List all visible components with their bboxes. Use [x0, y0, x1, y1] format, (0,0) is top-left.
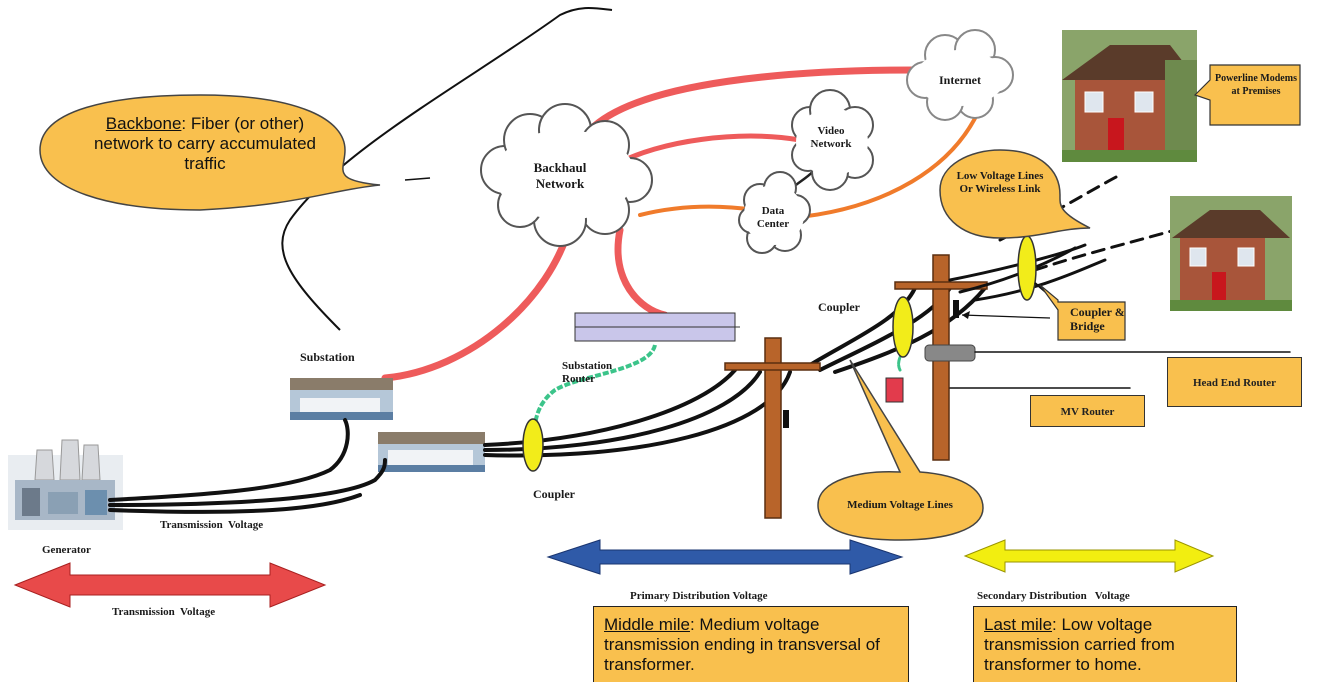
mv-router-box: MV Router: [1030, 395, 1145, 427]
backbone-pointer: [404, 177, 431, 181]
generator-label: Generator: [42, 544, 91, 556]
utility-pole-1: [724, 337, 821, 519]
arrow-transmission: [13, 562, 327, 608]
cloud-video: [791, 89, 874, 191]
fiber-backhaul-internet: [586, 66, 919, 134]
middle-mile-description: : Medium voltage transmission ending in …: [604, 615, 880, 674]
cloud-datacenter: [738, 171, 811, 254]
head-end-router-box: Head End Router: [1167, 357, 1302, 407]
substation-photo-2: [378, 432, 485, 472]
coupler-top-label: Coupler: [818, 300, 860, 314]
link-backhaul-datacenter: [638, 204, 757, 217]
house-2: [1170, 196, 1292, 311]
cloud-video-label: Video Network: [810, 125, 852, 150]
backbone-description: : Fiber (or other) network to carry accu…: [93, 114, 317, 173]
callout-coupler-bridge-shape: [1039, 284, 1126, 341]
coupler-bridge: [1017, 235, 1037, 301]
callout-low-voltage-shape: [939, 149, 1091, 239]
transmission-voltage-arrow-label: Transmission Voltage: [112, 606, 216, 618]
fiber-backhaul-substation: [381, 221, 574, 382]
arrow-secondary: [963, 539, 1215, 573]
backbone-arc: [281, 7, 613, 331]
coupler-left-label: Coupler: [533, 487, 575, 501]
house-1: [1062, 30, 1197, 162]
cloud-datacenter-label: Data Center: [756, 205, 790, 230]
substation-router-label: Substation Router: [562, 360, 613, 385]
mv-router-label: MV Router: [1060, 406, 1115, 418]
coupler-left: [522, 418, 544, 472]
transmission-lines: [108, 418, 387, 514]
cloud-backhaul-label: Backhaul Network: [533, 160, 587, 191]
fiber-backhaul-router: [614, 226, 669, 319]
powerline-modems-text: Powerline Modems at Premises: [1215, 73, 1297, 97]
callout-medium-voltage-shape: [817, 359, 984, 541]
transmission-voltage-line-label: Transmission Voltage: [160, 519, 264, 531]
coupler-pole2: [892, 296, 914, 358]
substation-photo-1: [290, 378, 393, 420]
middle-mile-summary: Middle mile: Medium voltage transmission…: [593, 606, 909, 682]
router-to-coupler-link: [533, 344, 657, 431]
generator-plant: [8, 439, 123, 530]
head-end-router-label: Head End Router: [1192, 377, 1277, 389]
last-mile-summary: Last mile: Low voltage transmission carr…: [973, 606, 1237, 682]
substation-label: Substation: [300, 350, 355, 364]
backbone-term: Backbone: [105, 114, 182, 133]
callout-powerline-shape: [1193, 64, 1301, 126]
utility-pole-2: [885, 254, 988, 461]
coupler-bridge-text: Coupler & Bridge: [1070, 305, 1125, 333]
medium-voltage-text: Medium Voltage Lines: [847, 499, 953, 511]
backbone-callout-text: Backbone: Fiber (or other) network to ca…: [85, 114, 325, 174]
primary-distribution-label: Primary Distribution Voltage: [630, 590, 768, 602]
cloud-internet-label: Internet: [939, 73, 981, 87]
fiber-backhaul-video: [612, 133, 803, 168]
last-mile-description: : Low voltage transmission carried from …: [984, 615, 1175, 674]
arrow-primary: [546, 539, 904, 575]
link-internet-datacenter: [788, 93, 987, 220]
fiber-links: [381, 66, 987, 382]
cloud-backhaul: [480, 103, 653, 247]
last-mile-term: Last mile: [984, 615, 1053, 634]
cloud-internet: [906, 29, 1014, 121]
callout-backbone-shape: [39, 94, 381, 211]
middle-mile-term: Middle mile: [604, 615, 690, 634]
secondary-distribution-label: Secondary Distribution Voltage: [977, 590, 1130, 602]
low-voltage-text: Low Voltage Lines Or Wireless Link: [956, 170, 1044, 195]
